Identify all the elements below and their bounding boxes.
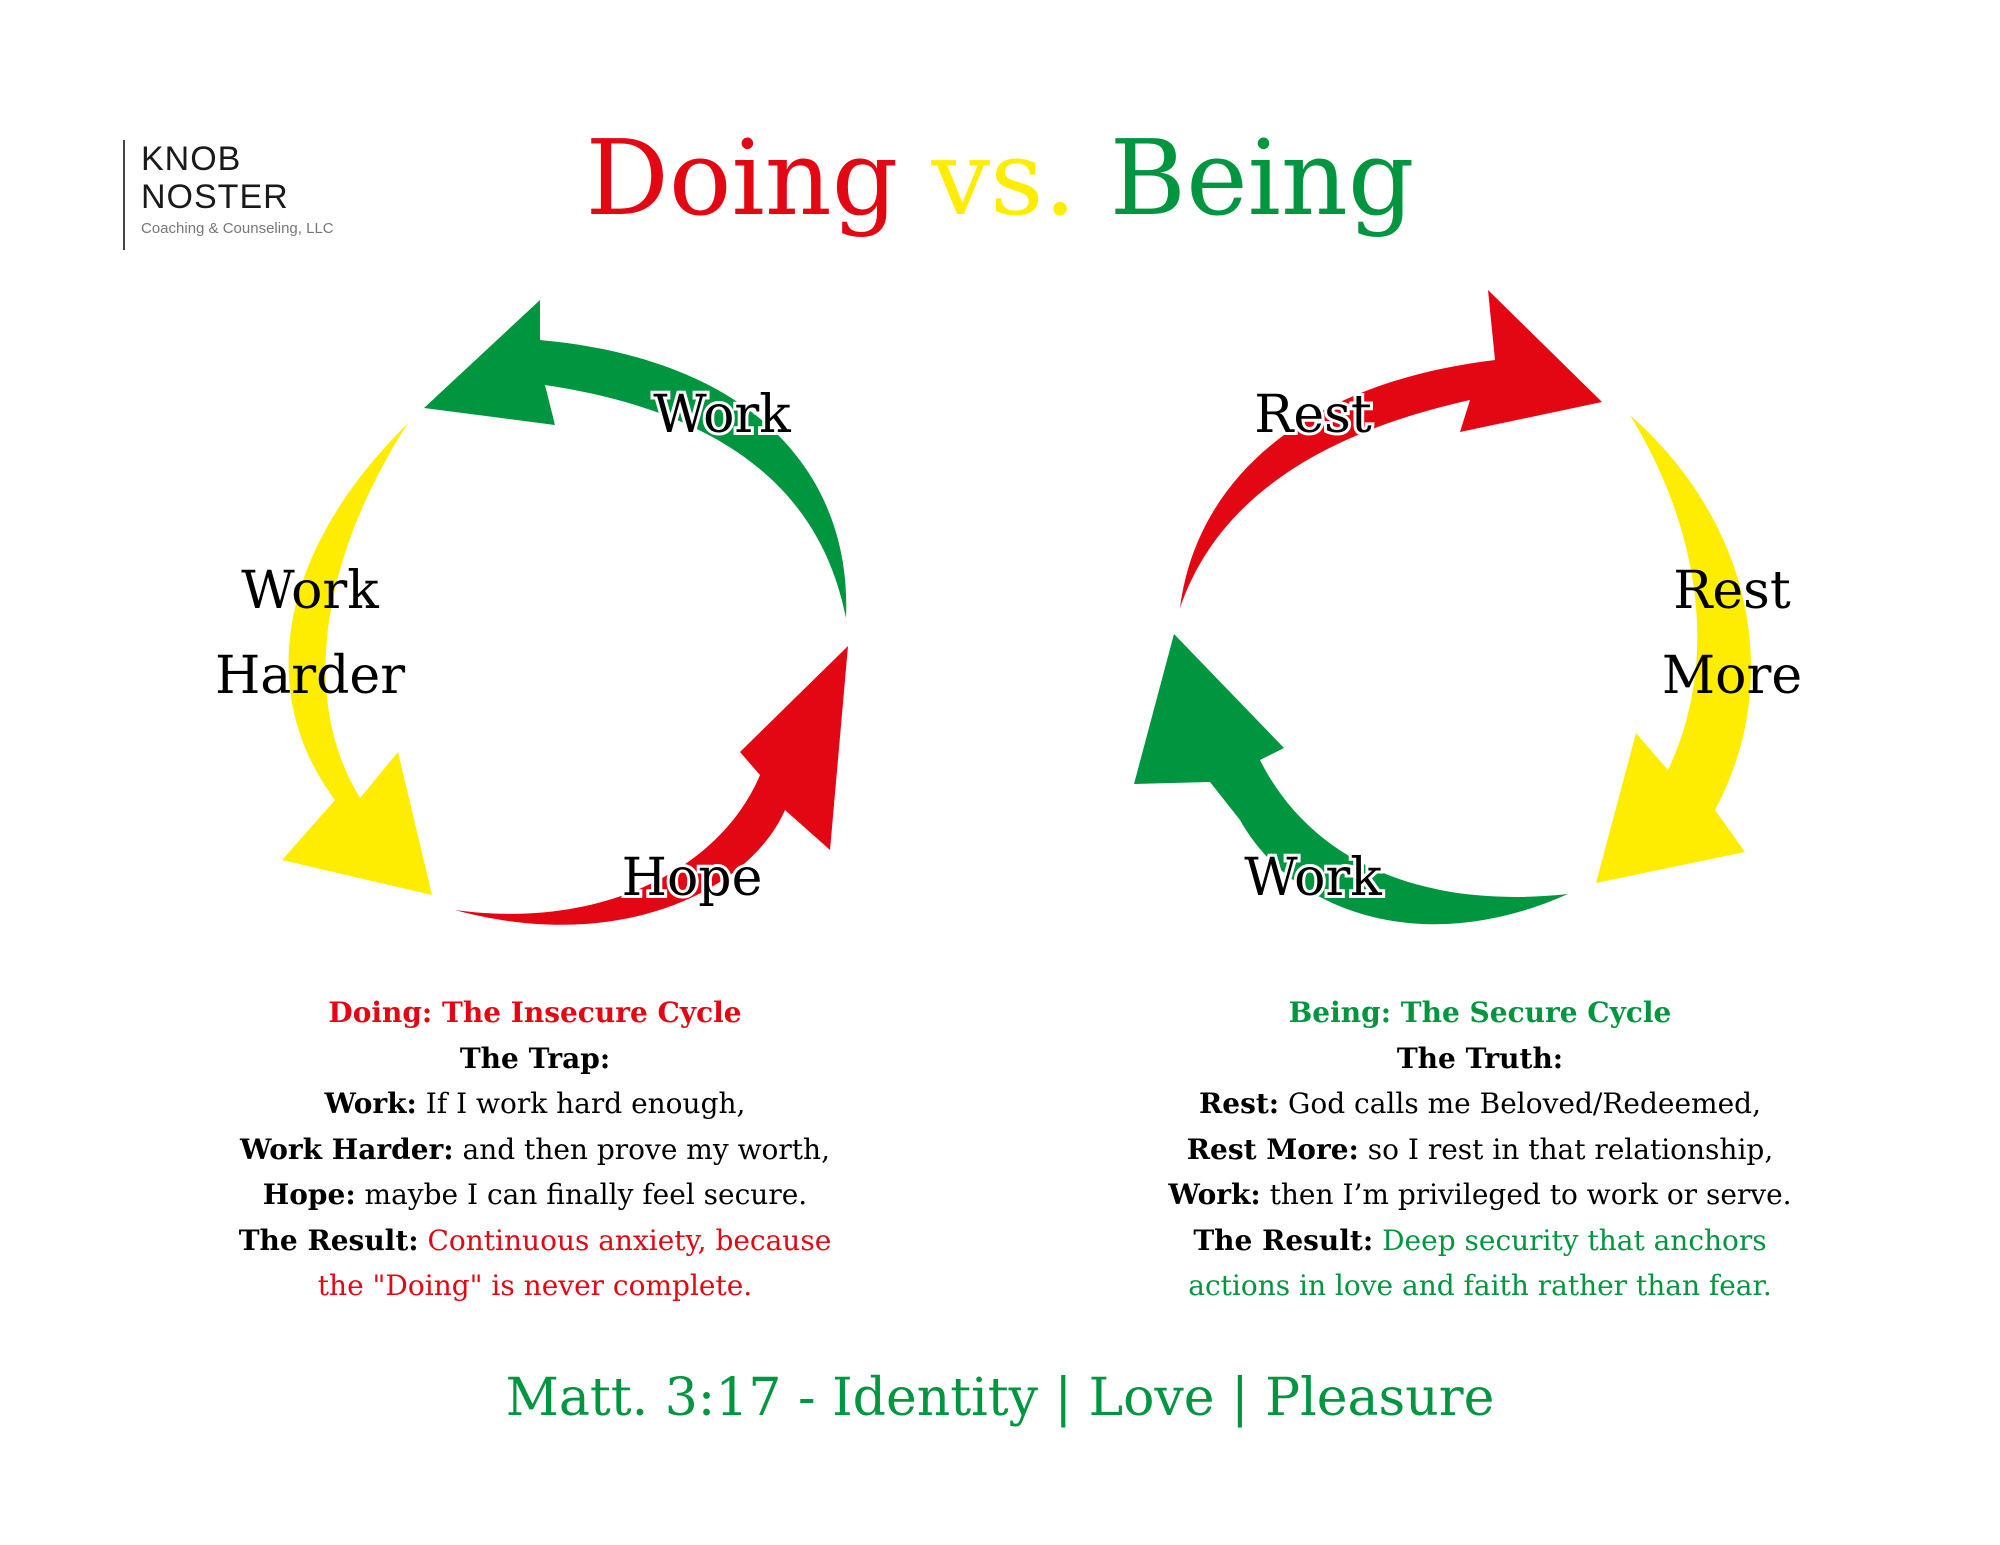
logo-line-2: NOSTER	[141, 178, 289, 216]
doing-heading: Doing: The Insecure Cycle	[328, 996, 742, 1029]
being-rest-more-arrow	[1596, 415, 1751, 883]
being-line-1-label: Rest:	[1198, 1087, 1280, 1120]
being-line-1-text: God calls me Beloved/Redeemed,	[1279, 1087, 1762, 1120]
title-being: Being	[1109, 117, 1415, 239]
doing-subheading: The Trap:	[459, 1041, 611, 1075]
title-doing: Doing	[585, 117, 899, 239]
logo-line-1: KNOB	[141, 140, 242, 178]
being-label-rest-more-2: More	[1662, 646, 1802, 706]
being-result: The Result: Deep security that anchors	[1100, 1218, 1860, 1264]
logo-tagline: Coaching & Counseling, LLC	[141, 220, 334, 237]
doing-description: Doing: The Insecure Cycle The Trap: Work…	[155, 990, 915, 1309]
doing-result-label: The Result:	[238, 1223, 419, 1257]
doing-result: The Result: Continuous anxiety, because	[155, 1218, 915, 1264]
doing-line-1-text: If I work hard enough,	[416, 1087, 746, 1120]
being-label-work: Work	[1244, 848, 1382, 908]
doing-line-2-label: Work Harder:	[240, 1132, 454, 1166]
doing-line-3-text: maybe I can finally feel secure.	[355, 1178, 808, 1211]
scripture-footer: Matt. 3:17 - Identity | Love | Pleasure	[505, 1368, 1495, 1428]
being-result-label: The Result:	[1193, 1223, 1374, 1257]
doing-label-work-harder-1: Work	[241, 561, 379, 621]
page-title: Doing vs. Being	[0, 118, 2000, 238]
doing-result-text-2: the "Doing" is never complete.	[317, 1269, 753, 1302]
being-line-3-text: then I’m privileged to work or serve.	[1260, 1178, 1792, 1211]
doing-line-2: Work Harder: and then prove my worth,	[155, 1127, 915, 1173]
being-label-rest-more-1: Rest	[1673, 561, 1791, 621]
being-rest-arrow	[1180, 290, 1602, 608]
doing-line-3: Hope: maybe I can finally feel secure.	[155, 1172, 915, 1218]
doing-line-1-label: Work:	[324, 1087, 417, 1120]
being-subheading: The Truth:	[1396, 1041, 1564, 1075]
doing-label-hope: Hope	[622, 848, 763, 908]
doing-label-work-harder-2: Harder	[215, 646, 405, 706]
being-label-rest: Rest	[1254, 385, 1372, 445]
being-line-2-label: Rest More:	[1186, 1132, 1359, 1166]
doing-label-work: Work	[653, 385, 791, 445]
being-line-3-label: Work:	[1168, 1178, 1261, 1211]
being-result-text-2: actions in love and faith rather than fe…	[1188, 1269, 1772, 1302]
doing-result-text-1: Continuous anxiety, because	[418, 1223, 832, 1257]
being-line-3: Work: then I’m privileged to work or ser…	[1100, 1172, 1860, 1218]
being-line-1: Rest: God calls me Beloved/Redeemed,	[1100, 1081, 1860, 1127]
doing-line-1: Work: If I work hard enough,	[155, 1081, 915, 1127]
doing-line-3-label: Hope:	[262, 1178, 356, 1211]
being-line-2-text: so I rest in that relationship,	[1358, 1132, 1774, 1166]
company-logo: KNOB NOSTER Coaching & Counseling, LLC	[123, 140, 334, 250]
doing-work-harder-arrow	[282, 423, 432, 895]
being-line-2: Rest More: so I rest in that relationshi…	[1100, 1127, 1860, 1173]
doing-line-2-text: and then prove my worth,	[453, 1132, 830, 1166]
doing-work-arrow	[424, 300, 847, 618]
being-cycle: Rest Rest More Work	[1134, 290, 1802, 925]
title-vs: vs.	[931, 117, 1077, 239]
being-description: Being: The Secure Cycle The Truth: Rest:…	[1100, 990, 1860, 1309]
doing-cycle: Work Work Harder Hope	[215, 300, 848, 925]
being-heading: Being: The Secure Cycle	[1288, 996, 1672, 1029]
being-work-arrow	[1134, 634, 1568, 925]
doing-hope-arrow	[455, 646, 848, 925]
being-result-text-1: Deep security that anchors	[1373, 1223, 1767, 1257]
